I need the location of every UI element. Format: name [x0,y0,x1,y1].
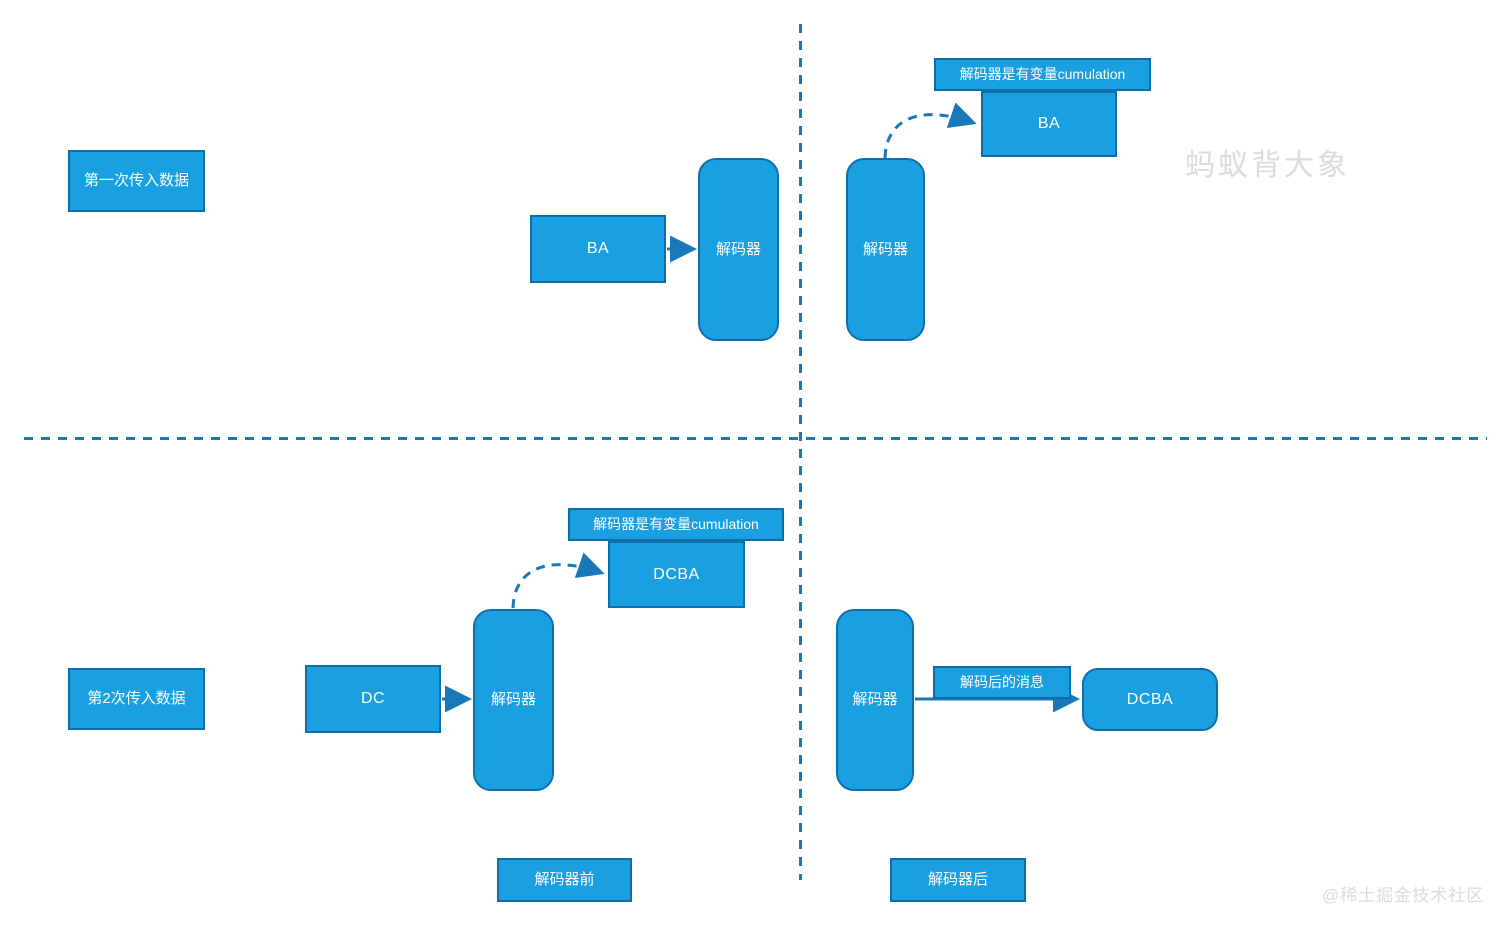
node-decoder-bottom-left: 解码器 [473,609,554,791]
watermark-community: @稀土掘金技术社区 [1322,886,1485,905]
label-decoded-message: 解码后的消息 [933,666,1071,699]
node-dc: DC [305,665,441,733]
node-ba-before: BA [530,215,666,283]
node-dcba-accumulated: DCBA [608,541,745,608]
arrow-decoder-to-dcba-dashed [511,552,605,609]
arrow-decoder-to-ba-dashed [883,102,977,159]
node-ba-after: BA [981,91,1117,157]
vertical-dashed-divider [799,24,802,880]
node-decoder-bottom-right: 解码器 [836,609,914,791]
node-decoder-top-left: 解码器 [698,158,779,341]
watermark-brand: 蚂蚁背大象 [1185,149,1350,182]
label-after-decoder: 解码器后 [890,858,1026,902]
horizontal-dashed-divider [24,437,1487,440]
annotation-cumulation-top: 解码器是有变量cumulation [934,58,1151,91]
node-first-input: 第一次传入数据 [68,150,205,212]
node-second-input: 第2次传入数据 [68,668,205,730]
node-dcba-output: DCBA [1082,668,1218,731]
label-before-decoder: 解码器前 [497,858,632,902]
node-decoder-top-right: 解码器 [846,158,925,341]
annotation-cumulation-bottom: 解码器是有变量cumulation [568,508,784,541]
